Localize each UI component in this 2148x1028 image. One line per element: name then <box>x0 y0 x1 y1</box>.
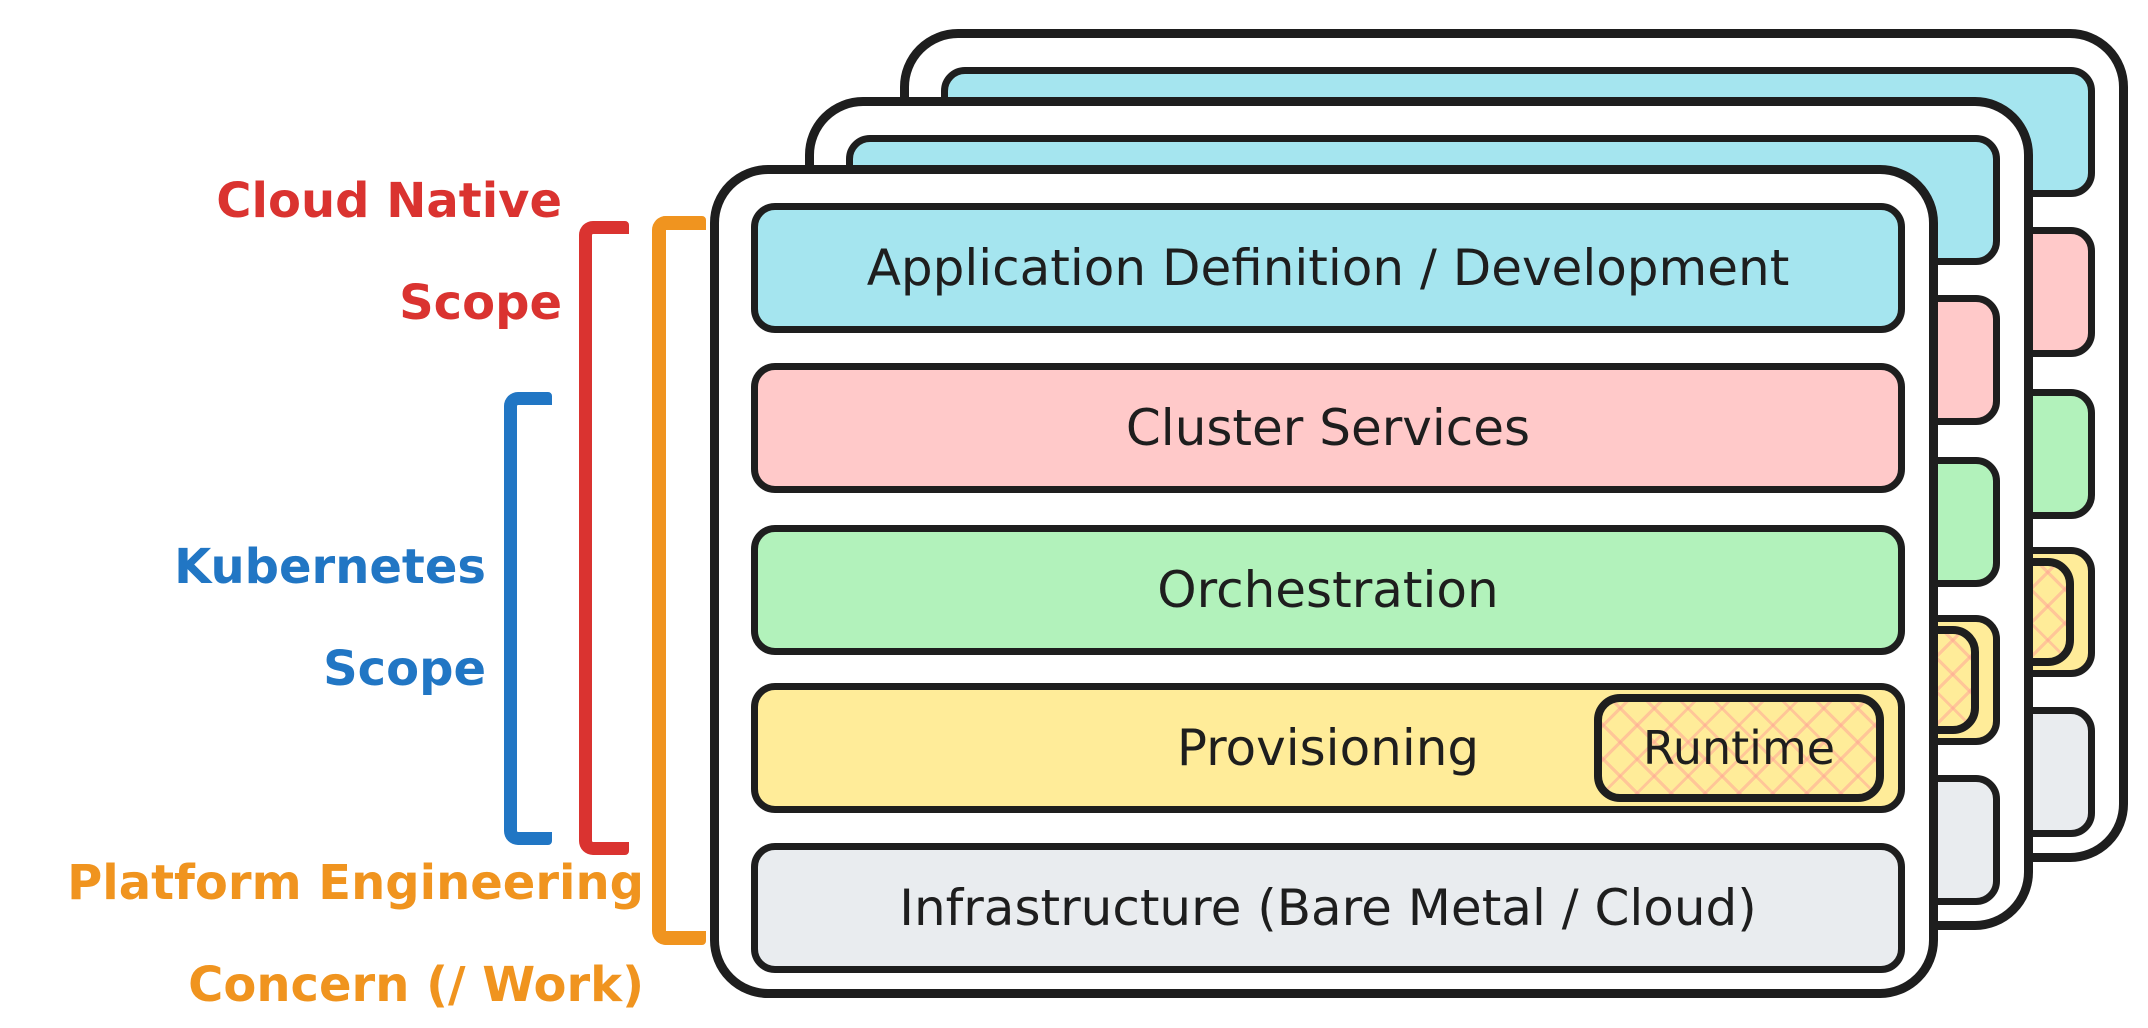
runtime-badge: Runtime <box>1594 694 1884 802</box>
kubernetes-scope-label-line1: Kubernetes <box>174 539 486 595</box>
layer-infrastructure: Infrastructure (Bare Metal / Cloud) <box>751 843 1905 973</box>
cloud-native-scope-label-line1: Cloud Native <box>216 173 562 229</box>
layer-label: Orchestration <box>1157 561 1499 619</box>
cloud-native-scope-bracket <box>579 221 629 855</box>
stack-card-front: Application Definition / Development Clu… <box>710 165 1938 998</box>
layer-label: Infrastructure (Bare Metal / Cloud) <box>899 879 1757 937</box>
layer-label: Cluster Services <box>1125 399 1531 457</box>
layer-label: Application Definition / Development <box>866 239 1790 297</box>
platform-engineering-label-line2: Concern (/ Work) <box>188 957 644 1013</box>
layer-cluster-services: Cluster Services <box>751 363 1905 493</box>
layer-application-definition: Application Definition / Development <box>751 203 1905 333</box>
layer-provisioning: Provisioning Runtime <box>751 683 1905 813</box>
kubernetes-scope-label-line2: Scope <box>323 641 486 697</box>
cloud-native-scope-label-line2: Scope <box>399 275 562 331</box>
runtime-badge-label: Runtime <box>1642 721 1836 775</box>
platform-engineering-label-line1: Platform Engineering <box>67 855 644 911</box>
platform-engineering-label: Platform Engineering Concern (/ Work) <box>67 832 644 1028</box>
cloud-native-scope-label: Cloud Native Scope <box>216 150 562 354</box>
layer-label: Provisioning <box>1176 719 1480 777</box>
kubernetes-scope-label: Kubernetes Scope <box>174 516 486 720</box>
kubernetes-scope-bracket <box>504 392 552 845</box>
platform-engineering-bracket <box>652 216 706 945</box>
layer-orchestration: Orchestration <box>751 525 1905 655</box>
